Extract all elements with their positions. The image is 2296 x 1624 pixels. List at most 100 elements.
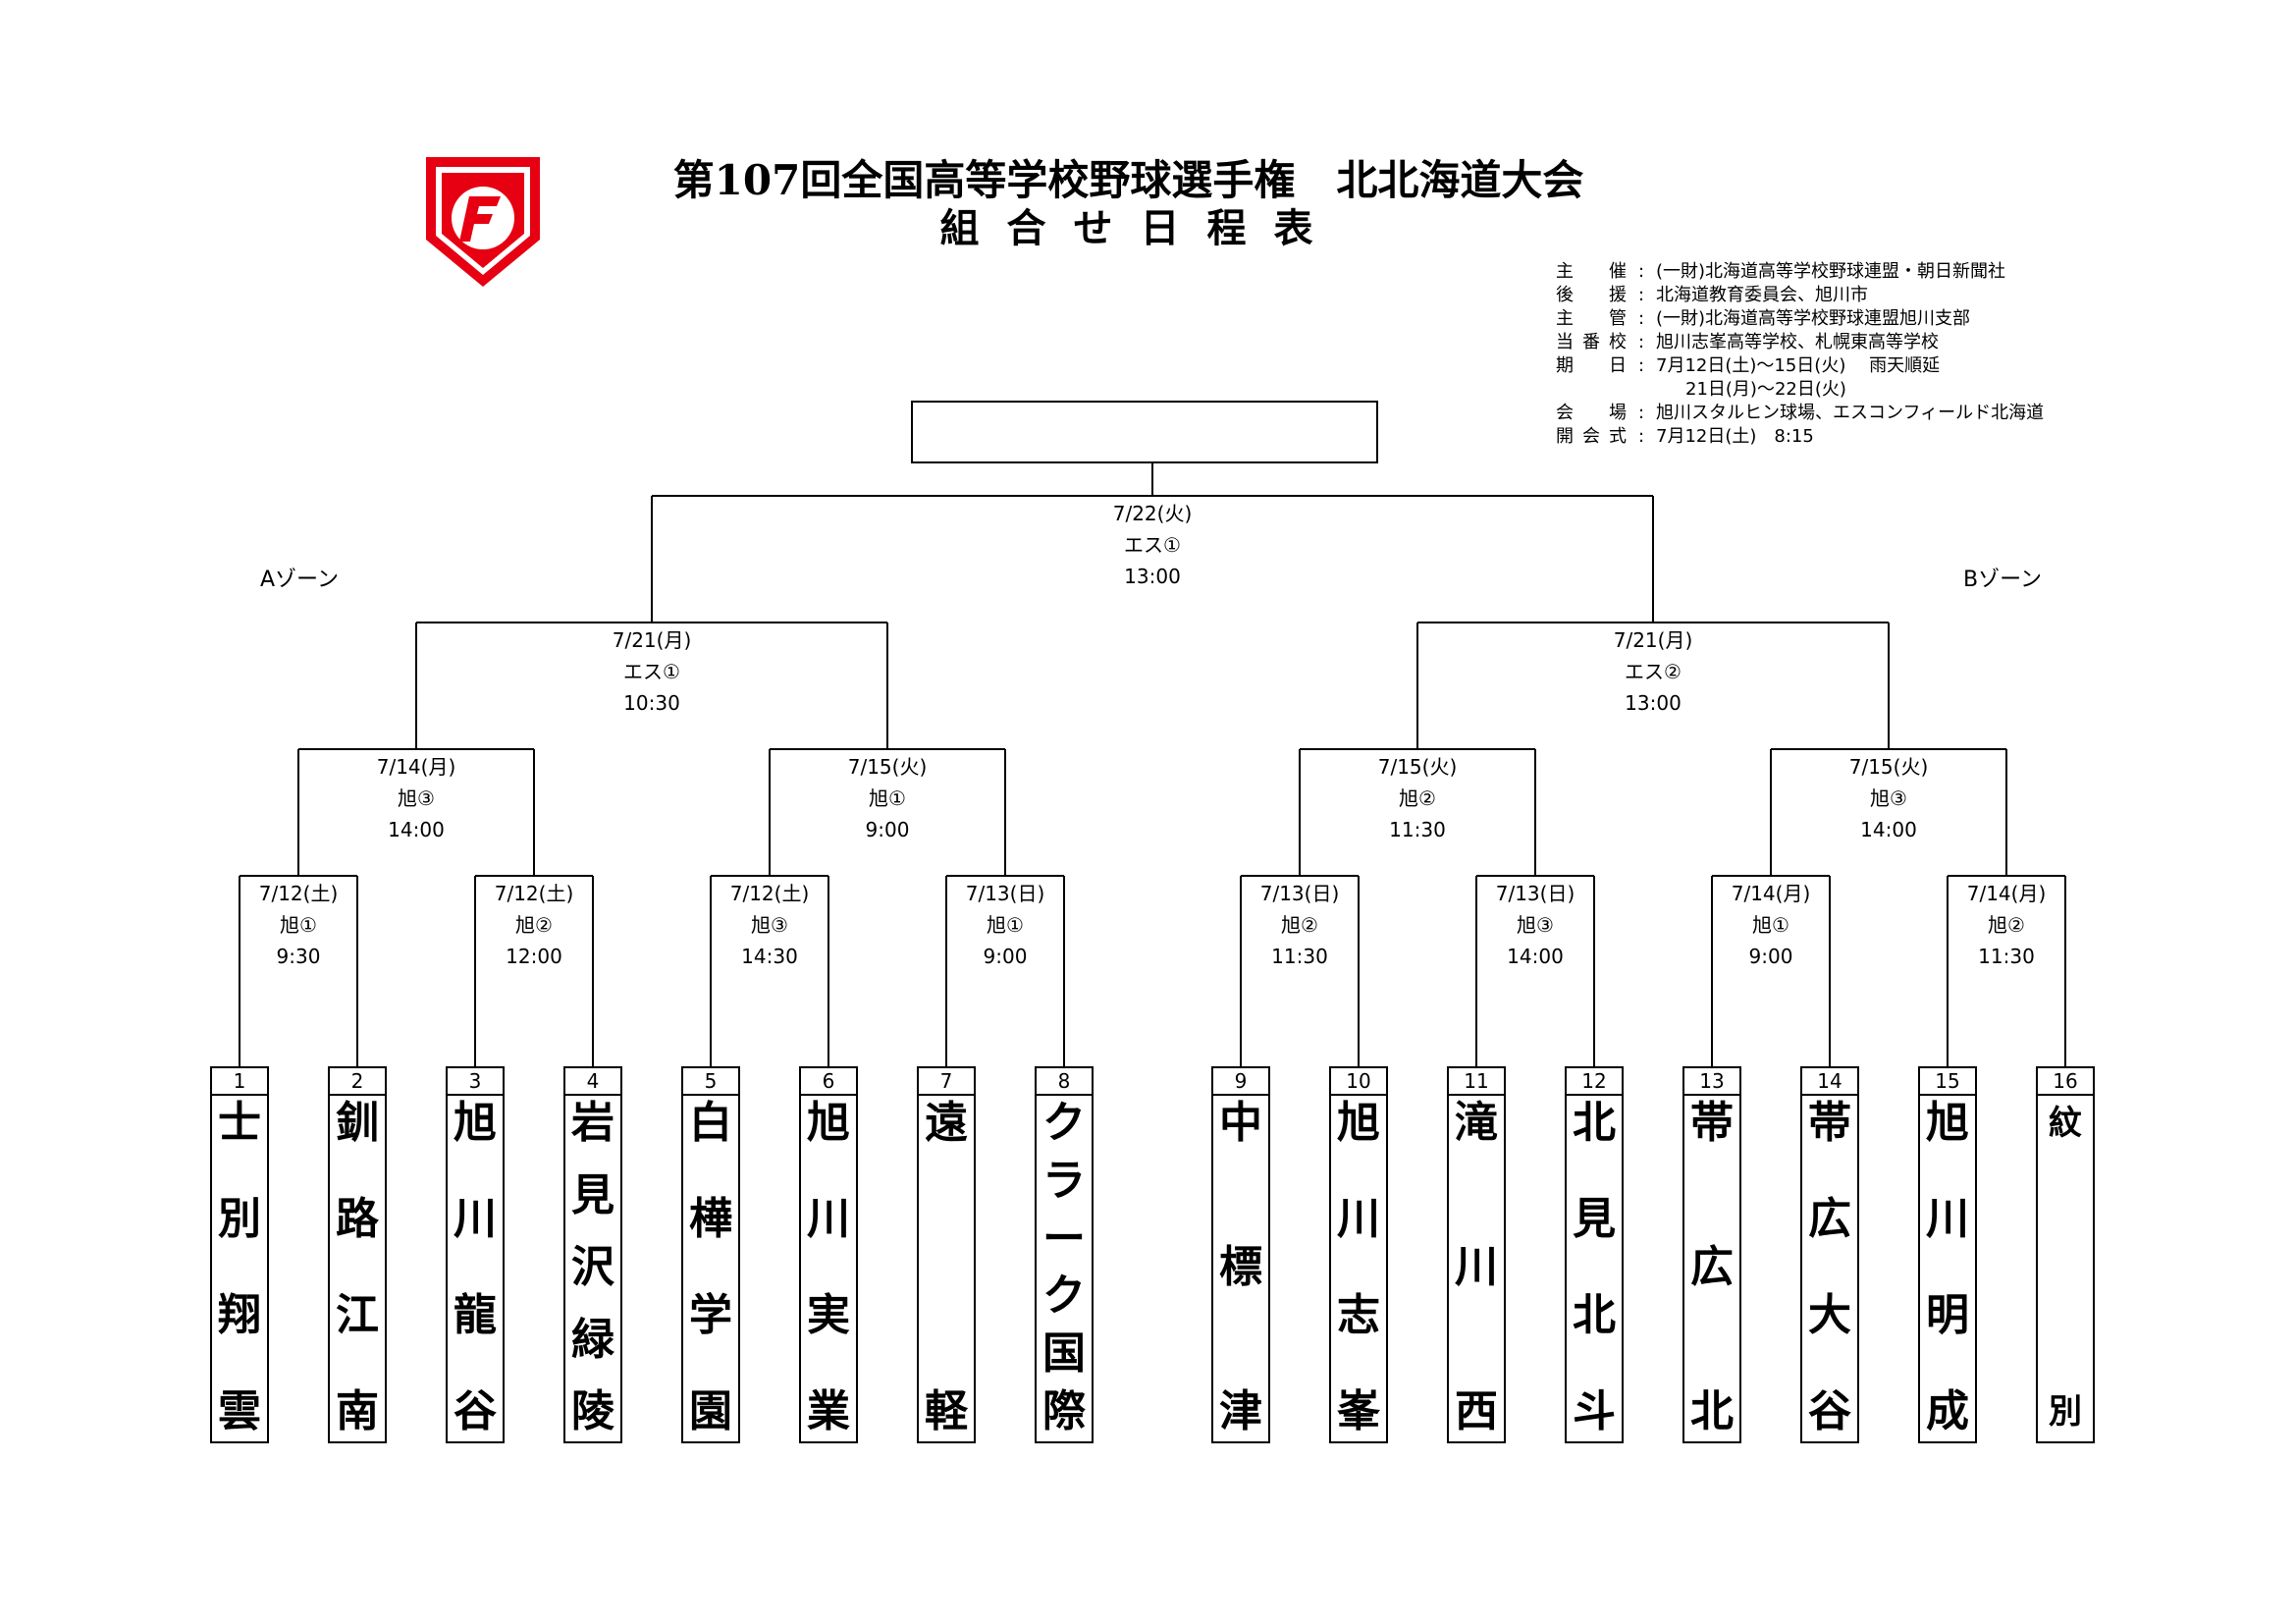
match-venue: 旭③ bbox=[1870, 786, 1907, 810]
match-venue: 旭① bbox=[869, 786, 906, 810]
match-time: 11:30 bbox=[1389, 818, 1446, 841]
quarterfinal-match: 7/14(月) 旭③ 14:00 bbox=[318, 751, 514, 845]
match-date: 7/22(火) bbox=[1112, 502, 1193, 525]
team-number: 8 bbox=[1037, 1068, 1092, 1096]
team-number: 7 bbox=[919, 1068, 974, 1096]
match-time: 14:30 bbox=[741, 945, 798, 968]
match-time: 13:00 bbox=[1124, 565, 1181, 588]
info-row: 21日(月)～22日(火) bbox=[1556, 378, 2044, 402]
team-name: 北見北斗 bbox=[1573, 1098, 1616, 1436]
match-venue: 旭③ bbox=[751, 913, 788, 937]
match-time: 14:00 bbox=[388, 818, 445, 841]
team-number: 9 bbox=[1213, 1068, 1268, 1096]
match-venue: 旭① bbox=[280, 913, 317, 937]
info-value: 7月12日(土)～15日(火) 雨天順延 bbox=[1656, 355, 1941, 376]
match-time: 14:00 bbox=[1507, 945, 1564, 968]
team-name: 旭川明成 bbox=[1926, 1098, 1969, 1436]
info-value: 21日(月)～22日(火) bbox=[1685, 379, 1846, 400]
match-date: 7/13(日) bbox=[1495, 882, 1575, 905]
event-info: 主催:(一財)北海道高等学校野球連盟・朝日新聞社 後援:北海道教育委員会、旭川市… bbox=[1556, 260, 2044, 449]
team-name: 紋別 bbox=[2049, 1104, 2082, 1432]
match-time: 14:00 bbox=[1860, 818, 1917, 841]
match-time: 11:30 bbox=[1978, 945, 2035, 968]
info-row: 会場:旭川スタルヒン球場、エスコンフィールド北海道 bbox=[1556, 403, 2045, 423]
team-number: 10 bbox=[1331, 1068, 1386, 1096]
match-date: 7/13(日) bbox=[1259, 882, 1340, 905]
team-name: 白樺学園 bbox=[689, 1098, 732, 1436]
info-value: 北海道教育委員会、旭川市 bbox=[1656, 285, 1868, 305]
team-name: 岩見沢緑陵 bbox=[571, 1098, 614, 1436]
page-title: 第107回全国高等学校野球選手権 北北海道大会 bbox=[672, 156, 1584, 204]
team-number: 5 bbox=[683, 1068, 738, 1096]
team-number: 12 bbox=[1567, 1068, 1622, 1096]
champion-box bbox=[911, 401, 1378, 463]
team-name: 遠軽 bbox=[925, 1098, 968, 1436]
team-name: 帯広大谷 bbox=[1808, 1098, 1851, 1436]
team-number: 14 bbox=[1802, 1068, 1857, 1096]
team-name: 滝川西 bbox=[1455, 1098, 1498, 1436]
match-date: 7/14(月) bbox=[376, 755, 456, 779]
team-number: 16 bbox=[2038, 1068, 2093, 1096]
match-venue: 旭② bbox=[515, 913, 553, 937]
zone-b-label: Bゾーン bbox=[1963, 568, 2042, 592]
match-date: 7/21(月) bbox=[612, 628, 692, 652]
match-venue: 旭② bbox=[1399, 786, 1436, 810]
match-time: 9:00 bbox=[865, 818, 910, 841]
team-name: クラーク国際 bbox=[1042, 1098, 1086, 1436]
zone-a-label: Aゾーン bbox=[260, 568, 339, 592]
info-label: 期日 bbox=[1556, 355, 1627, 376]
quarterfinal-match: 7/15(火) 旭① 9:00 bbox=[789, 751, 986, 845]
match-date: 7/12(土) bbox=[494, 882, 574, 905]
info-label: 会場 bbox=[1556, 403, 1627, 423]
hokkaido-baseball-logo-icon bbox=[426, 157, 540, 287]
match-date: 7/15(火) bbox=[847, 755, 928, 779]
team-number: 11 bbox=[1449, 1068, 1504, 1096]
match-time: 10:30 bbox=[623, 691, 680, 715]
team-number: 13 bbox=[1684, 1068, 1739, 1096]
team-name: 旭川志峯 bbox=[1337, 1098, 1380, 1436]
match-time: 13:00 bbox=[1625, 691, 1682, 715]
match-time: 9:30 bbox=[276, 945, 321, 968]
match-date: 7/21(月) bbox=[1613, 628, 1693, 652]
match-time: 9:00 bbox=[983, 945, 1028, 968]
info-row: 後援:北海道教育委員会、旭川市 bbox=[1556, 285, 1868, 305]
team-number: 3 bbox=[448, 1068, 503, 1096]
match-date: 7/12(土) bbox=[729, 882, 810, 905]
team-name: 旭川実業 bbox=[807, 1098, 850, 1436]
info-value: (一財)北海道高等学校野球連盟・朝日新聞社 bbox=[1656, 261, 2006, 282]
info-row: 開会式:7月12日(土) 8:15 bbox=[1556, 426, 1814, 447]
match-time: 9:00 bbox=[1748, 945, 1793, 968]
match-date: 7/14(月) bbox=[1966, 882, 2047, 905]
match-venue: 旭② bbox=[1988, 913, 2025, 937]
match-venue: 旭③ bbox=[398, 786, 435, 810]
team-name: 釧路江南 bbox=[336, 1098, 379, 1436]
team-number: 15 bbox=[1920, 1068, 1975, 1096]
info-value: 旭川スタルヒン球場、エスコンフィールド北海道 bbox=[1656, 403, 2045, 423]
info-row: 当番校:旭川志峯高等学校、札幌東高等学校 bbox=[1556, 332, 1939, 352]
match-venue: 旭② bbox=[1281, 913, 1318, 937]
team-name: 帯広北 bbox=[1690, 1098, 1734, 1436]
page-subtitle: 組合せ日程表 bbox=[939, 205, 1341, 251]
info-value: 旭川志峯高等学校、札幌東高等学校 bbox=[1656, 332, 1939, 352]
